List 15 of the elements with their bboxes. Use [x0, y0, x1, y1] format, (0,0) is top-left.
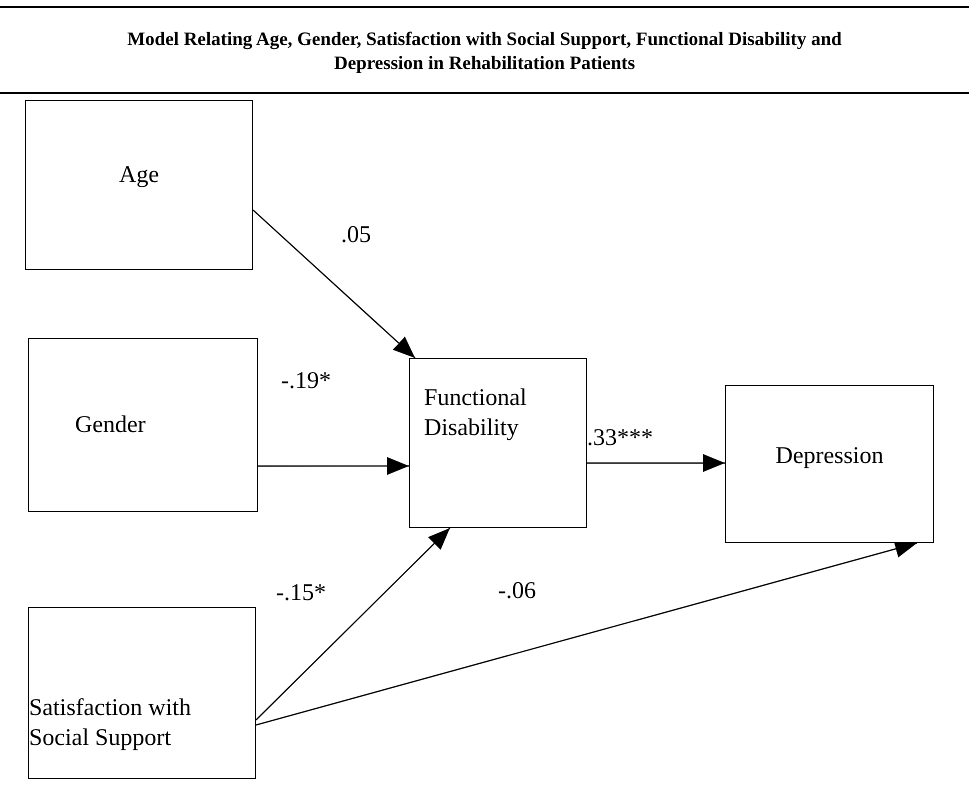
variable-box [25, 100, 253, 270]
variable-label: Age [119, 161, 159, 190]
variable-label: Depression [776, 442, 884, 471]
variable-box [28, 607, 256, 779]
variable-label: Functional Disability [424, 384, 528, 443]
variable-label: Gender [75, 411, 146, 440]
path-arrow [256, 528, 450, 720]
path-arrow [258, 456, 409, 475]
path-arrow [587, 454, 725, 472]
diagram-title: Model Relating Age, Gender, Satisfaction with Social Support, Functional Disability and Depression in Rehabilitation Patients [126, 28, 843, 76]
variable-label: Satisfaction with Social Support [29, 694, 192, 753]
variable-box [409, 358, 587, 528]
path-arrow [252, 210, 416, 358]
variable-box [28, 338, 258, 512]
variable-box [725, 385, 934, 543]
